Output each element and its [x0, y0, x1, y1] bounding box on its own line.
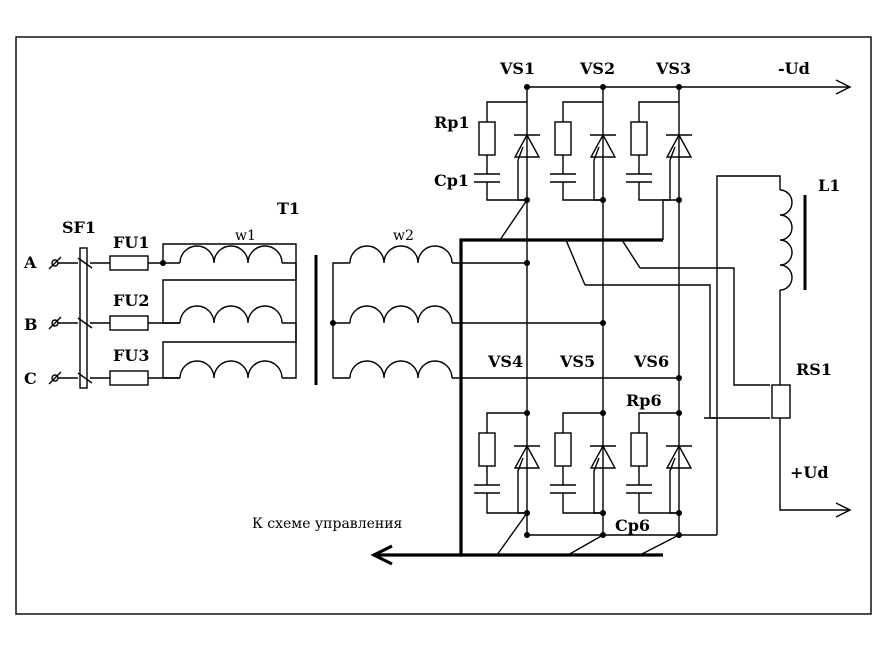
thyristor-label-vs3: VS3 [655, 59, 691, 78]
snubber-wire [638, 412, 679, 433]
primary-windings: w1 [162, 228, 297, 379]
thyristor-label-vs6: VS6 [633, 352, 669, 371]
secondary-windings: w2 [330, 228, 679, 379]
thyristor-vs3 [665, 133, 693, 158]
input-label-c: C [24, 369, 37, 388]
snubber-wire [486, 182, 527, 201]
output-positive-label: +Ud [790, 463, 829, 482]
fuse-label-fu2: FU2 [113, 291, 149, 310]
fuse-label-fu1: FU1 [113, 233, 149, 252]
thyristor-gate [517, 457, 524, 472]
input-terminals: A B C [23, 253, 62, 388]
snubber-resistor-vs4 [478, 432, 496, 467]
snubber-wire [562, 182, 603, 201]
snubber-wire [486, 101, 527, 122]
fuses: FU1 FU2 FU3 [109, 233, 180, 386]
thyristor-gate [669, 457, 676, 472]
snubber-label-rp1: Rp1 [434, 113, 470, 132]
thyristor-vs6 [665, 444, 693, 469]
snubber-wire [486, 412, 527, 433]
snubber-resistor-vs5 [554, 432, 572, 467]
thyristor-label-vs5: VS5 [559, 352, 595, 371]
thyristor-vs5 [589, 444, 617, 469]
snubber-resistor-vs3 [630, 121, 648, 156]
negative-bus: -Ud [527, 59, 852, 95]
thyristor-gate [593, 457, 600, 472]
snubber-wire [562, 493, 603, 514]
snubber-wire [562, 412, 603, 433]
thyristor-label-vs1: VS1 [499, 59, 535, 78]
input-label-b: B [24, 315, 38, 334]
shunt-rs1: RS1 +Ud [771, 360, 852, 518]
breaker-label: SF1 [62, 218, 96, 237]
diagram-frame [15, 36, 872, 615]
snubber-wire [638, 101, 679, 122]
snubber-resistor-vs2 [554, 121, 572, 156]
gate-wires [496, 160, 770, 556]
inductor-l1: L1 [716, 175, 840, 418]
thyristor-vs1 [513, 133, 541, 158]
snubber-resistor-vs1 [478, 121, 496, 156]
snubber-label-rp6: Rp6 [626, 391, 662, 410]
thyristor-gate [517, 146, 524, 161]
shunt-label: RS1 [796, 360, 832, 379]
snubber-wire [486, 493, 527, 514]
thyristor-cells [474, 101, 693, 514]
thyristor-label-vs4: VS4 [487, 352, 523, 371]
thyristor-labels: VS1 VS2 VS3 VS4 VS5 VS6 Rp1 Cp1 Rp6 Cp6 [434, 59, 691, 535]
thyristor-label-vs2: VS2 [579, 59, 615, 78]
control-bus: К схеме управления [252, 238, 663, 566]
transformer-label: T1 [277, 199, 300, 218]
input-label-a: A [23, 253, 37, 272]
inductor-label: L1 [818, 176, 840, 195]
snubber-wire [638, 182, 679, 201]
fuse-label-fu3: FU3 [113, 346, 149, 365]
breaker-sf1: SF1 [58, 218, 110, 389]
control-label: К схеме управления [252, 516, 403, 532]
thyristor-vs4 [513, 444, 541, 469]
snubber-wire [638, 493, 679, 514]
snubber-label-cp1: Cp1 [434, 171, 469, 190]
thyristor-vs2 [589, 133, 617, 158]
winding-w1-label: w1 [235, 228, 256, 244]
winding-w2-label: w2 [393, 228, 414, 244]
thyristor-gate [593, 146, 600, 161]
thyristor-gate [669, 146, 676, 161]
snubber-label-cp6: Cp6 [615, 516, 650, 535]
snubber-wire [562, 101, 603, 122]
output-negative-label: -Ud [778, 59, 810, 78]
snubber-resistor-vs6 [630, 432, 648, 467]
transformer-t1: T1 [277, 199, 318, 385]
